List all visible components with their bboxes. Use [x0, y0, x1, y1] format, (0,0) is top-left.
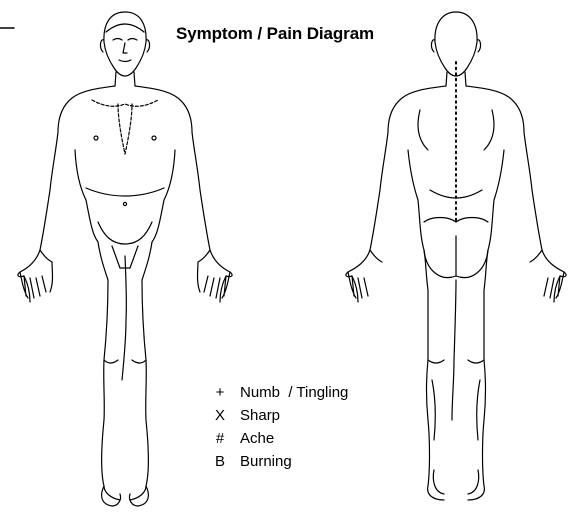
back-knees [428, 360, 484, 363]
front-knees [104, 360, 146, 363]
legend-label: Numb / Tingling [240, 381, 348, 404]
back-calves [432, 380, 480, 440]
front-ribline [86, 188, 164, 196]
legend-label: Burning [240, 450, 292, 473]
back-body-figure [346, 12, 566, 500]
diagram-title: Symptom / Pain Diagram [176, 24, 374, 44]
legend-item: # Ache [200, 427, 348, 450]
front-left-hand [20, 272, 46, 298]
legend-label: Sharp [240, 404, 280, 427]
back-head [435, 12, 477, 76]
legend-item: B Burning [200, 450, 348, 473]
front-eyes [113, 39, 137, 41]
legend-symbol: # [200, 427, 240, 450]
back-heels [433, 470, 478, 494]
front-sternum [118, 104, 132, 154]
front-mouth [119, 60, 131, 62]
front-left-nipple [94, 136, 98, 140]
symptom-legend: + Numb / Tingling X Sharp # Ache B Burni… [200, 381, 348, 473]
legend-item: + Numb / Tingling [200, 381, 348, 404]
front-right-hand [204, 272, 230, 298]
front-navel [123, 202, 126, 205]
legend-symbol: + [200, 381, 240, 404]
front-hairline [106, 24, 144, 32]
legend-item: X Sharp [200, 404, 348, 427]
front-collar [92, 100, 158, 106]
front-nose [123, 43, 127, 53]
legend-symbol: X [200, 404, 240, 427]
legend-label: Ache [240, 427, 274, 450]
front-right-nipple [152, 136, 156, 140]
front-hipline [98, 222, 152, 244]
front-neck [115, 72, 135, 86]
legend-symbol: B [200, 450, 240, 473]
